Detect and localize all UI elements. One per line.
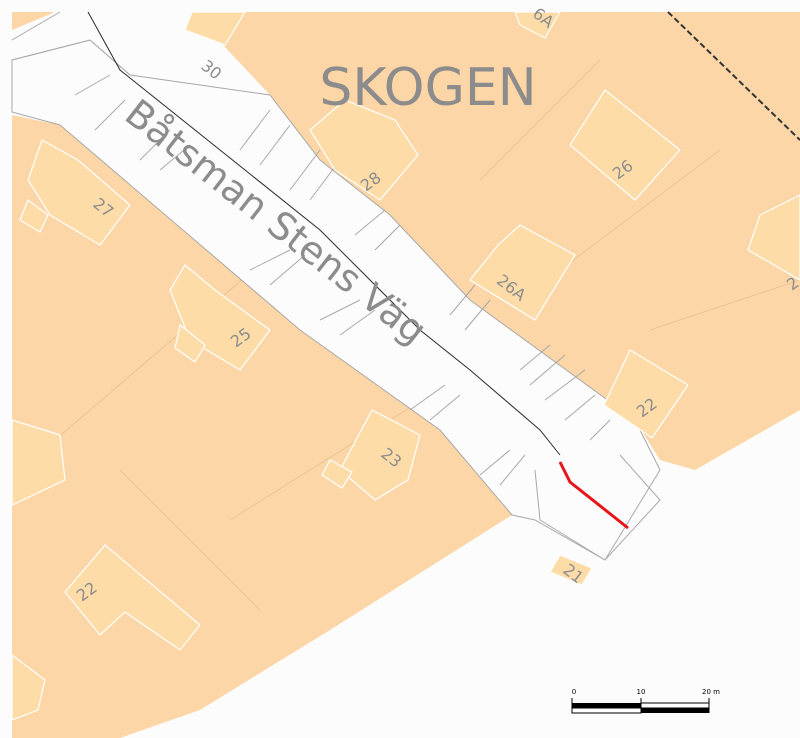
road-corridor (11, 11, 661, 561)
building-22-right (603, 349, 689, 439)
building-edge-right (747, 194, 800, 281)
parcel-northwest-strip (12, 12, 55, 30)
building-27-annex (19, 199, 49, 233)
building-28 (309, 99, 419, 201)
building-25-annex (174, 323, 206, 363)
area-label-skogen: SKOGEN (319, 58, 536, 118)
scale-bar-segment-white-2 (571, 707, 642, 714)
building-21 (549, 554, 593, 586)
scale-bar-segment-black-2 (641, 708, 709, 713)
scale-tick-10: 10 (637, 688, 646, 696)
building-23 (339, 409, 421, 501)
scale-tick-20: 20 m (702, 688, 720, 696)
highlight-route[interactable] (558, 461, 629, 530)
building-6a (514, 11, 562, 39)
road-edge-northwest (11, 11, 61, 41)
building-23-annex (321, 459, 353, 489)
access-lines (74, 74, 611, 486)
building-26a (469, 224, 576, 321)
road-surface (11, 39, 661, 561)
building-22-left (64, 544, 201, 651)
building-west-edge (11, 419, 66, 506)
road-end-south (534, 454, 661, 561)
scale-bar: 0 10 20 m (571, 688, 720, 714)
utility-line (87, 11, 561, 456)
building-southwest-small (11, 653, 46, 721)
buildings (11, 11, 800, 721)
scale-tick-0: 0 (572, 688, 576, 696)
building-30 (184, 11, 247, 46)
parcel-boundaries (19, 59, 800, 611)
scale-bar-segment-white (640, 702, 710, 709)
building-25 (169, 264, 271, 371)
building-26 (569, 89, 681, 201)
building-27 (27, 139, 131, 246)
scale-bar-segment-black-1 (572, 703, 641, 708)
boundary-dashed-line (667, 11, 800, 141)
